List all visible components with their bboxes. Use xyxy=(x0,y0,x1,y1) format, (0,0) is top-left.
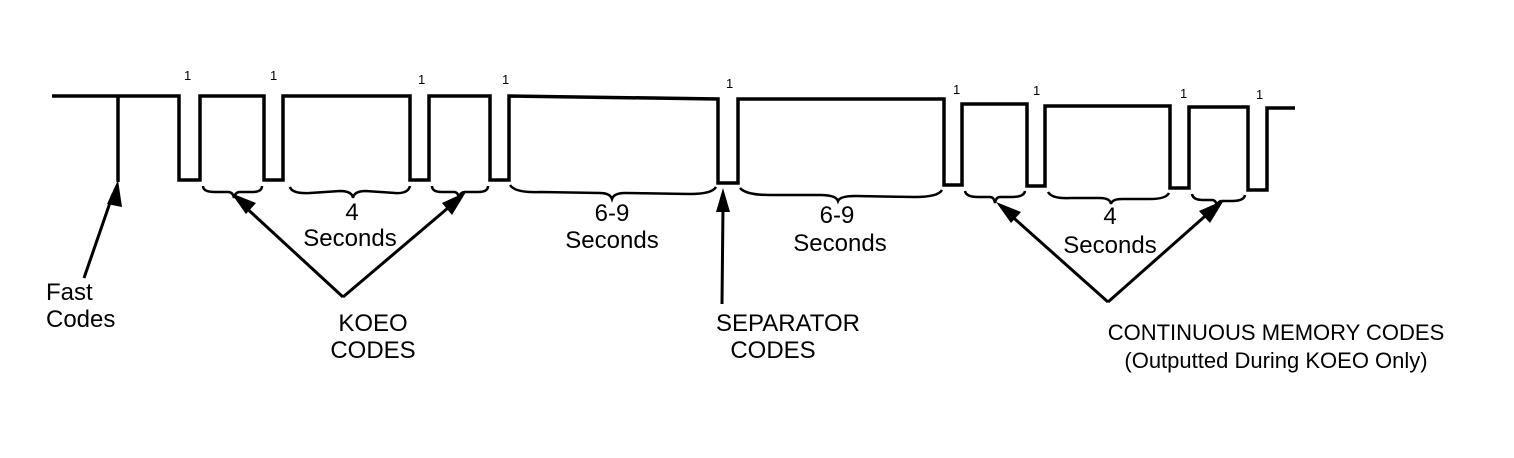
pulse-marker: 1 xyxy=(1256,87,1263,102)
svg-text:4: 4 xyxy=(345,199,358,226)
fast-codes-label: Fast Codes xyxy=(46,279,115,333)
koeo-gap-label: 4 Seconds xyxy=(303,199,396,252)
svg-text:Seconds: Seconds xyxy=(793,230,886,257)
koeo-arrow-right xyxy=(342,200,456,299)
pulse-marker: 1 xyxy=(418,72,425,87)
pulse-marker: 1 xyxy=(726,76,733,91)
brace-koeo-code-1 xyxy=(201,185,264,199)
svg-text:Seconds: Seconds xyxy=(565,227,658,254)
svg-text:6-9: 6-9 xyxy=(820,202,855,229)
svg-text:CODES: CODES xyxy=(730,337,815,364)
pulse-marker: 1 xyxy=(1033,83,1040,98)
svg-text:KOEO: KOEO xyxy=(338,310,407,337)
arrowhead xyxy=(107,180,122,207)
arrowhead xyxy=(716,188,730,212)
arrowhead xyxy=(442,192,466,215)
pulse-marker: 1 xyxy=(953,82,960,97)
svg-text:Fast: Fast xyxy=(46,279,93,306)
pulse-marker: 1 xyxy=(502,72,509,87)
post-separator-gap-label: 6-9 Seconds xyxy=(793,202,886,257)
pre-separator-gap-label: 6-9 Seconds xyxy=(565,200,658,254)
svg-text:SEPARATOR: SEPARATOR xyxy=(716,310,860,337)
memory-arrow-right xyxy=(1107,208,1213,304)
svg-text:6-9: 6-9 xyxy=(595,200,630,227)
pulse-marker: 1 xyxy=(1180,86,1187,101)
brace-pre-separator-gap xyxy=(508,184,718,203)
separator-codes-label: SEPARATOR CODES xyxy=(716,310,860,364)
arrowhead xyxy=(1199,200,1224,223)
svg-text:(Outputted During KOEO Only): (Outputted During KOEO Only) xyxy=(1124,348,1427,373)
svg-text:Seconds: Seconds xyxy=(1063,232,1156,259)
brace-post-separator-gap xyxy=(739,187,944,205)
signal-waveform xyxy=(52,94,1295,192)
arrowhead xyxy=(231,193,256,214)
separator-arrow xyxy=(720,205,725,305)
pulse-marker: 1 xyxy=(270,68,277,83)
fast-codes-arrow xyxy=(82,193,115,279)
pulse-markers: 1 1 1 1 1 1 1 1 1 xyxy=(184,68,1263,102)
arrowhead xyxy=(996,202,1021,223)
svg-text:Codes: Codes xyxy=(46,306,115,333)
brace-koeo-gap xyxy=(288,185,412,199)
koeo-arrow-left xyxy=(240,202,345,299)
svg-text:Seconds: Seconds xyxy=(303,225,396,252)
svg-text:CODES: CODES xyxy=(330,337,415,364)
brace-memory-code-1 xyxy=(963,190,1027,204)
continuous-memory-codes-label: CONTINUOUS MEMORY CODES (Outputted Durin… xyxy=(1108,320,1445,373)
memory-arrow-left xyxy=(1006,210,1109,304)
svg-text:4: 4 xyxy=(1103,203,1116,230)
koeo-codes-label: KOEO CODES xyxy=(330,310,415,364)
svg-text:CONTINUOUS MEMORY CODES: CONTINUOUS MEMORY CODES xyxy=(1108,320,1445,345)
pulse-marker: 1 xyxy=(184,68,191,83)
memory-gap-label: 4 Seconds xyxy=(1063,203,1156,259)
brace-memory-gap xyxy=(1046,191,1171,205)
